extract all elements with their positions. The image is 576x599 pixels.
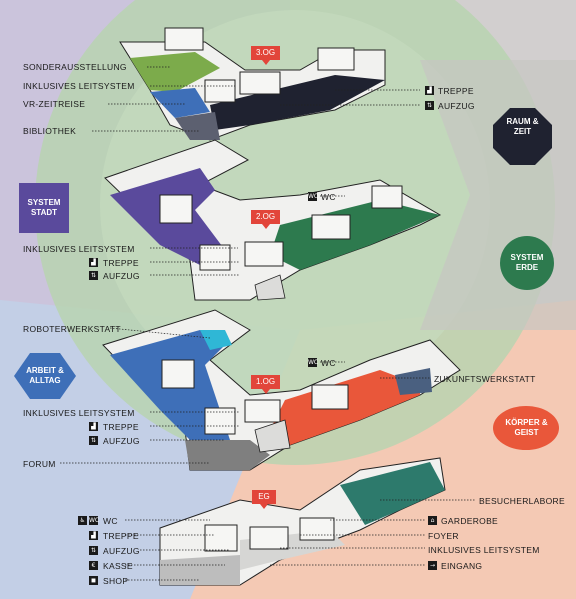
theme-system-stadt: SYSTEM STADT <box>27 198 61 217</box>
label-eingang: EINGANG <box>441 561 483 571</box>
label-aufzug-eg: AUFZUG <box>103 546 140 556</box>
entrance-icon: → <box>428 561 437 570</box>
elevator-icon: ⇅ <box>89 546 98 555</box>
label-garderobe: GARDEROBE <box>441 516 499 526</box>
floor-eg <box>159 457 446 586</box>
label-kasse: KASSE <box>103 561 133 571</box>
wc-icon: WC <box>89 516 100 525</box>
stairs-1og <box>254 419 291 453</box>
floor-3og <box>119 27 386 141</box>
theme-raum-zeit: RAUM & ZEIT <box>506 117 539 136</box>
zukunftswerkstatt-area <box>395 368 432 395</box>
label-wc-2og: WC <box>321 192 336 202</box>
theme-arbeit-alltag: ARBEIT & ALLTAG <box>26 366 64 385</box>
label-treppe-2og: TREPPE <box>103 258 139 268</box>
stairs-icon: ▟ <box>425 86 434 95</box>
label-wc-eg: WC <box>103 516 118 526</box>
floor-badge-3og: 3.OG <box>255 48 276 57</box>
theme-koerper-geist: KÖRPER & GEIST <box>505 418 548 437</box>
sonderausstellung-area <box>130 52 220 92</box>
stairs-icon: ▟ <box>89 258 98 267</box>
label-sonderausstellung: SONDERAUSSTELLUNG <box>23 62 127 72</box>
besucherlabore-area <box>340 462 445 525</box>
label-inklusives-3og: INKLUSIVES LEITSYSTEM <box>23 81 135 91</box>
stairs-icon: ▟ <box>89 422 98 431</box>
wardrobe-icon: ⌂ <box>428 516 437 525</box>
label-zukunftswerkstatt: ZUKUNFTSWERKSTATT <box>434 374 536 384</box>
label-inklusives-2og: INKLUSIVES LEITSYSTEM <box>23 244 135 254</box>
label-treppe-1og: TREPPE <box>103 422 139 432</box>
stairs-icon: ▟ <box>89 531 98 540</box>
label-aufzug-1og: AUFZUG <box>103 436 140 446</box>
floor-1og <box>102 309 461 471</box>
elevator-icon: ⇅ <box>425 101 434 110</box>
system-stadt-badge <box>19 183 69 233</box>
label-inklusives-eg: INKLUSIVES LEITSYSTEM <box>428 545 540 555</box>
elevator-icon: ⇅ <box>89 436 98 445</box>
label-inklusives-1og: INKLUSIVES LEITSYSTEM <box>23 408 135 418</box>
leader-lines <box>60 66 475 581</box>
vr-area <box>150 88 210 118</box>
bibliothek-area <box>175 112 220 140</box>
floor-badge-eg: EG <box>258 492 270 501</box>
cash-register-icon: € <box>89 561 98 570</box>
floor-badges <box>251 46 280 509</box>
raum-zeit-area <box>210 75 385 130</box>
raum-zeit-badge <box>493 108 552 165</box>
label-treppe-eg: TREPPE <box>103 531 139 541</box>
roboterwerkstatt-area <box>200 330 232 350</box>
label-treppe-3og: TREPPE <box>438 86 474 96</box>
label-shop: SHOP <box>103 576 129 586</box>
shop-area <box>160 555 240 585</box>
elevator-icon: ⇅ <box>89 271 98 280</box>
stairs-2og <box>254 274 286 301</box>
wheelchair-icon: ♿ <box>78 516 87 525</box>
koerper-geist-badge <box>493 406 559 450</box>
shop-icon: ◼ <box>89 576 98 585</box>
label-vr-zeitreise: VR-ZEITREISE <box>23 99 86 109</box>
label-roboterwerkstatt: ROBOTERWERKSTATT <box>23 324 121 334</box>
label-foyer: FOYER <box>428 531 459 541</box>
label-bibliothek: BIBLIOTHEK <box>23 126 77 136</box>
arbeit-alltag-badge <box>14 353 76 399</box>
label-besucherlabore: BESUCHERLABORE <box>479 496 565 506</box>
label-aufzug-3og: AUFZUG <box>438 101 475 111</box>
floor-badge-2og: 2.OG <box>255 212 276 221</box>
system-erde-badge <box>500 236 554 290</box>
label-forum: FORUM <box>23 459 56 469</box>
theme-system-erde: SYSTEM ERDE <box>510 253 544 272</box>
floor-badge-1og: 1.OG <box>255 377 276 386</box>
label-wc-1og: WC <box>321 358 336 368</box>
forum-area <box>185 440 270 470</box>
wc-icon: WC <box>308 192 319 201</box>
wc-icon: WC <box>308 358 319 367</box>
label-aufzug-2og: AUFZUG <box>103 271 140 281</box>
